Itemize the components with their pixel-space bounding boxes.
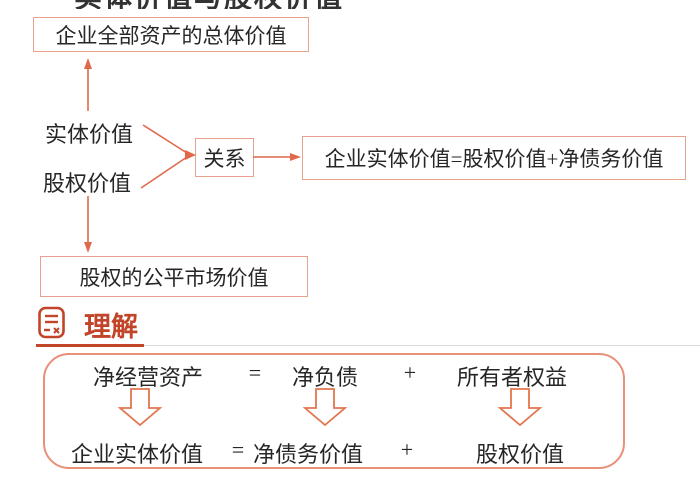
relation-box: 关系 <box>195 138 254 177</box>
arrow-down-icon <box>84 196 92 253</box>
block-arrow-down-icon <box>118 388 162 426</box>
clipped-slide-title-text: 实体价值与股权价值 <box>74 0 344 9</box>
relation-label: 关系 <box>203 146 246 171</box>
clipped-slide-title: 实体价值与股权价值 <box>74 0 374 9</box>
block-arrow-down-icon <box>303 388 347 426</box>
arrow-up-icon <box>84 58 92 111</box>
term-net-operating-assets: 净经营资产 <box>92 365 204 390</box>
equity-value-label: 股权价值 <box>43 171 132 196</box>
plus-sign: + <box>400 437 414 462</box>
term-equity-value: 股权价值 <box>475 442 565 467</box>
section-divider-line <box>144 345 700 346</box>
section-underline <box>36 344 144 347</box>
entity-equation-label: 企业实体价值=股权价值+净债务价值 <box>324 147 664 171</box>
equity-fair-market-value-label: 股权的公平市场价值 <box>79 265 269 290</box>
term-owners-equity: 所有者权益 <box>456 365 568 390</box>
equals-sign: = <box>231 437 245 462</box>
block-arrow-down-icon <box>498 388 542 426</box>
equity-fair-market-value-box: 股权的公平市场价值 <box>40 256 308 297</box>
entity-equation-box: 企业实体价值=股权价值+净债务价值 <box>302 136 686 180</box>
plus-sign: + <box>403 360 417 385</box>
total-assets-value-label: 企业全部资产的总体价值 <box>55 23 287 48</box>
converging-lines-arrow-icon <box>140 124 196 189</box>
total-assets-value-box: 企业全部资产的总体价值 <box>33 17 309 52</box>
arrow-right-icon <box>253 153 301 161</box>
equals-sign: = <box>248 360 262 385</box>
entity-value-label: 实体价值 <box>45 122 134 147</box>
term-enterprise-entity-value: 企业实体价值 <box>70 442 204 467</box>
notebook-calc-icon <box>38 306 65 339</box>
term-net-debt-value: 净债务价值 <box>252 442 364 467</box>
term-net-liabilities: 净负债 <box>291 365 359 390</box>
section-title: 理解 <box>84 312 138 342</box>
